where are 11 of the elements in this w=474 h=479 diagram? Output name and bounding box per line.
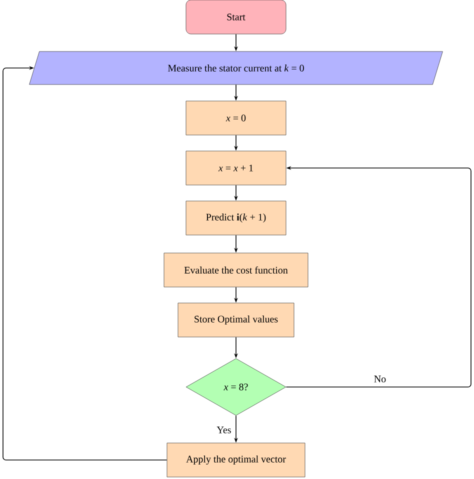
- arrow: [2, 66, 168, 460]
- process-box: x = 0: [186, 100, 286, 136]
- process-box: Predict i(k + 1): [186, 200, 286, 236]
- start-box: Start: [186, 0, 286, 34]
- edge-label: Yes: [216, 426, 232, 434]
- process-box: Apply the optimal vector: [166, 442, 306, 478]
- edge-label: No: [372, 374, 388, 384]
- process-box: x = x + 1: [186, 150, 286, 186]
- process-box: Store Optimal values: [178, 302, 294, 338]
- input-parallelogram: Measure the stator current at k = 0: [29, 51, 443, 85]
- process-box: Evaluate the cost function: [164, 252, 308, 288]
